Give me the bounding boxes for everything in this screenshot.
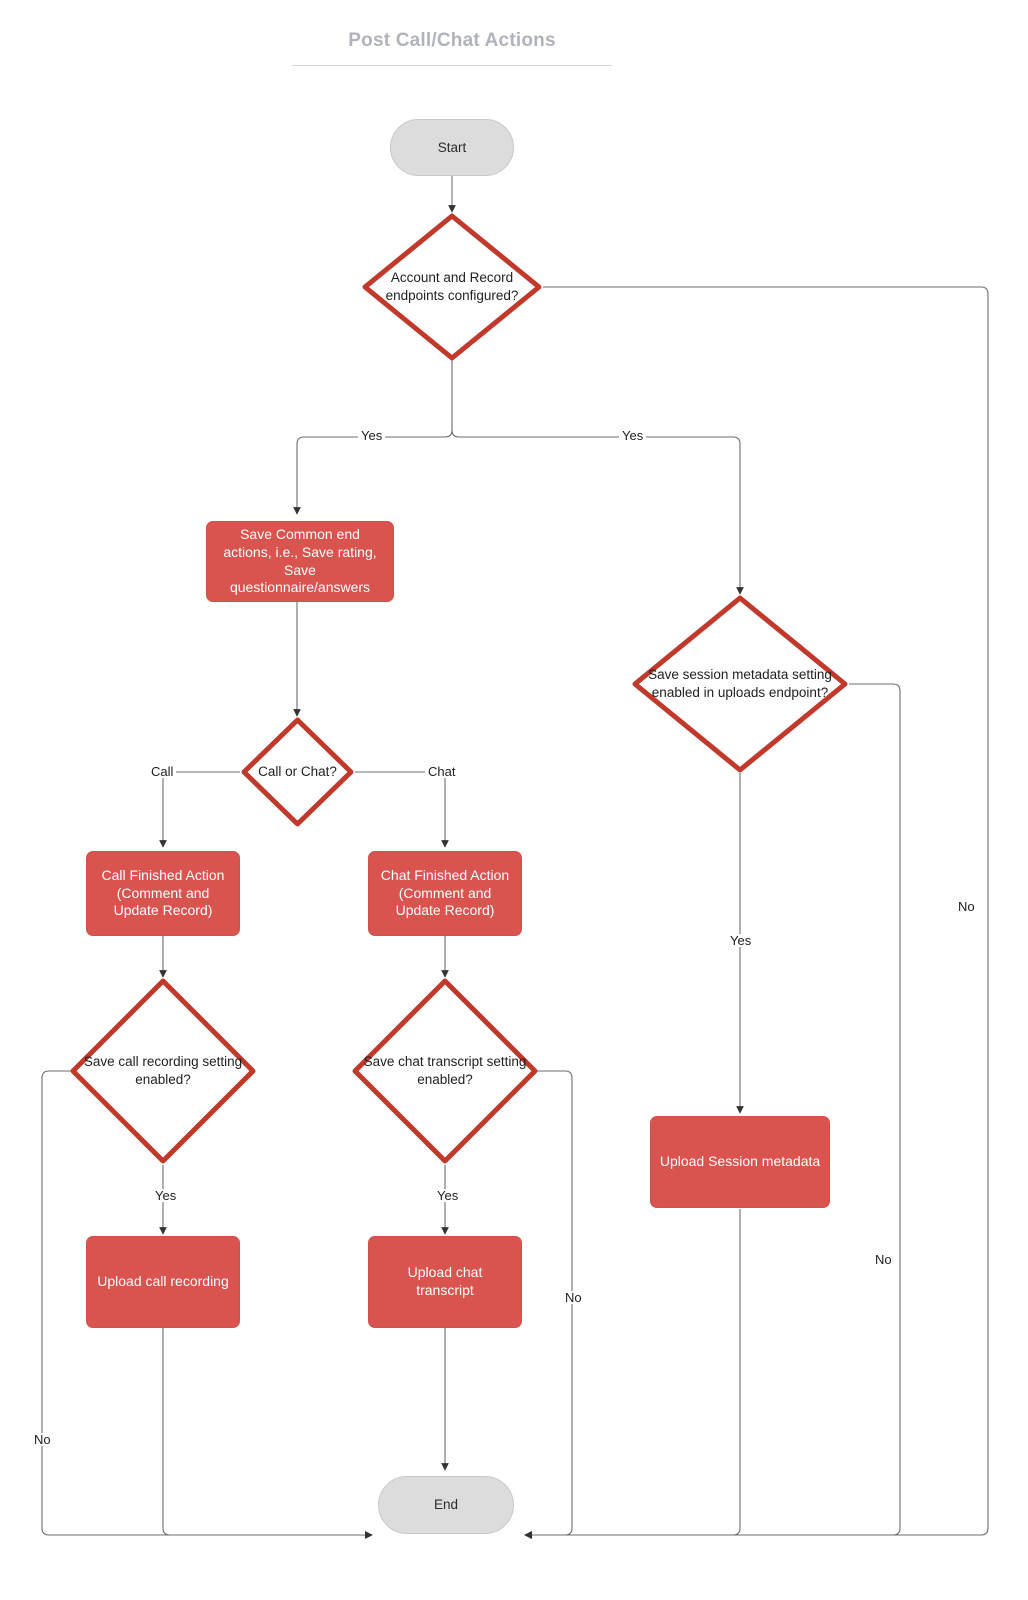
edge-label-yes-right: Yes — [619, 429, 647, 442]
node-end-label: End — [433, 1497, 459, 1513]
edge-callorchat-chat — [355, 771, 449, 848]
edge-label-yes-left: Yes — [358, 429, 386, 442]
edge-endpoints-yes-right — [451, 429, 744, 595]
node-start[interactable]: Start — [390, 119, 514, 176]
edge-recording-no — [41, 1070, 373, 1539]
node-save-common-end-actions[interactable]: Save Common end actions, i.e., Save rati… — [206, 521, 394, 602]
node-call-finished-action-label: Call Finished Action (Comment and Update… — [101, 866, 225, 919]
node-save-chat-transcript-decision[interactable]: Save chat transcript setting enabled? — [351, 977, 539, 1165]
node-upload-call-recording[interactable]: Upload call recording — [86, 1236, 240, 1328]
node-start-label: Start — [437, 139, 467, 155]
node-save-call-recording-decision[interactable]: Save call recording setting enabled? — [69, 977, 257, 1165]
node-chat-finished-action[interactable]: Chat Finished Action (Comment and Update… — [368, 851, 522, 936]
edge-endpoints-yes-left — [293, 436, 445, 515]
edge-callorchat-call — [159, 771, 240, 848]
node-call-finished-action[interactable]: Call Finished Action (Comment and Update… — [86, 851, 240, 936]
diamond-shape — [70, 978, 256, 1164]
edge-endpoints-no — [524, 286, 989, 1539]
edge-label-no-chat-transcript: No — [562, 1291, 585, 1304]
diamond-shape — [632, 595, 848, 773]
edge-uploadsession-to-end — [524, 1209, 741, 1539]
edge-label-no-call-recording: No — [31, 1433, 54, 1446]
diamond-shape — [352, 978, 538, 1164]
node-upload-session-metadata-label: Upload Session metadata — [659, 1153, 821, 1170]
node-save-session-metadata-decision[interactable]: Save session metadata setting enabled in… — [631, 594, 849, 774]
edge-label-yes-chat-transcript: Yes — [434, 1189, 462, 1202]
page-title: Post Call/Chat Actions — [348, 30, 556, 51]
node-save-common-end-actions-label: Save Common end actions, i.e., Save rati… — [223, 525, 377, 596]
node-end[interactable]: End — [378, 1476, 514, 1534]
edge-label-no-session-meta: No — [872, 1253, 895, 1266]
edge-label-call: Call — [148, 765, 177, 778]
diamond-shape — [241, 717, 354, 827]
node-upload-chat-transcript[interactable]: Upload chat transcript — [368, 1236, 522, 1328]
edge-sessionmeta-no — [524, 683, 901, 1539]
edge-label-yes-session-meta: Yes — [727, 934, 755, 947]
node-call-or-chat-decision[interactable]: Call or Chat? — [240, 716, 355, 828]
node-upload-session-metadata[interactable]: Upload Session metadata — [650, 1116, 830, 1208]
title-divider — [292, 65, 612, 66]
diamond-shape — [362, 213, 542, 361]
edge-label-yes-call-recording: Yes — [152, 1189, 180, 1202]
node-chat-finished-action-label: Chat Finished Action (Comment and Update… — [380, 866, 510, 919]
edge-endpoints-bottom-stem — [444, 354, 453, 438]
edge-uploadcall-to-end — [162, 1328, 373, 1539]
edge-label-chat: Chat — [425, 765, 459, 778]
node-account-record-endpoints-decision[interactable]: Account and Record endpoints configured? — [361, 212, 543, 362]
edge-label-no-endpoints: No — [955, 900, 978, 913]
node-upload-chat-transcript-label: Upload chat transcript — [407, 1264, 483, 1298]
node-upload-call-recording-label: Upload call recording — [97, 1273, 229, 1290]
